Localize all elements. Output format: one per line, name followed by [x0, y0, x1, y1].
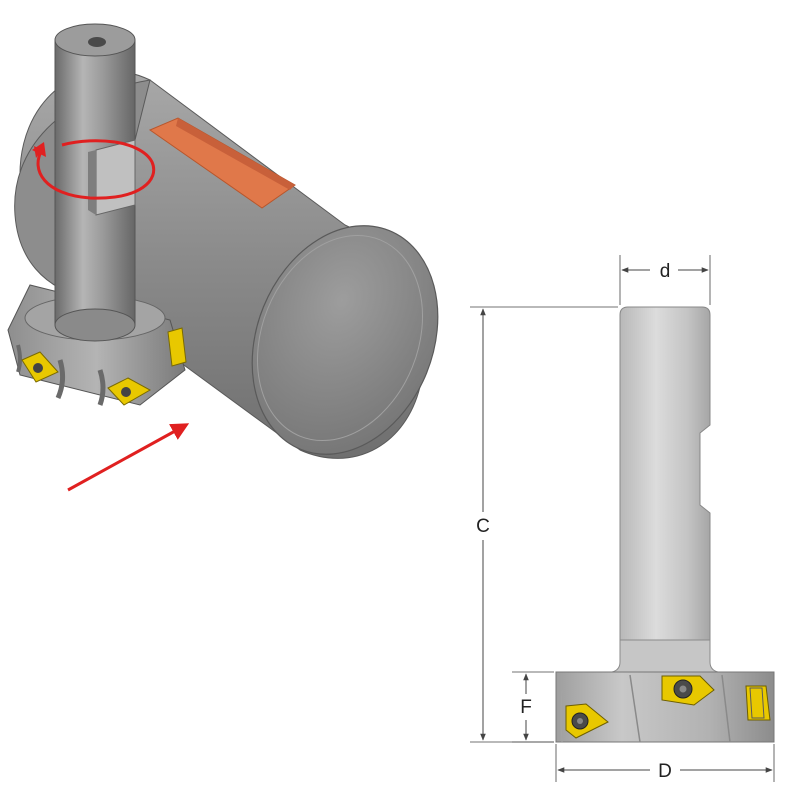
- isometric-scene: [7, 23, 439, 492]
- insert-iso-3: [167, 327, 187, 367]
- insert-flat-right: [745, 685, 771, 721]
- label-D: D: [658, 761, 672, 782]
- dimension-D: D: [555, 744, 775, 783]
- dimension-f: F: [512, 671, 554, 743]
- shank-flat: [619, 306, 711, 671]
- label-f: F: [520, 697, 532, 718]
- rotation-arrow: [32, 139, 156, 200]
- insert-iso-2: [107, 377, 152, 406]
- shank-center-hole: [88, 37, 106, 47]
- shank-iso: [54, 23, 136, 342]
- insert-flat-center: [661, 675, 715, 706]
- workpiece-end-face: [251, 225, 439, 455]
- cutter-head-flat: [555, 671, 775, 743]
- dimension-d: d: [619, 255, 711, 305]
- insert-flat-left: [565, 703, 609, 739]
- insert-iso-1: [21, 351, 59, 383]
- label-c: C: [476, 516, 490, 537]
- dimensioned-view: d C F D: [470, 255, 775, 783]
- label-d: d: [660, 261, 671, 282]
- feed-arrow: [67, 423, 190, 492]
